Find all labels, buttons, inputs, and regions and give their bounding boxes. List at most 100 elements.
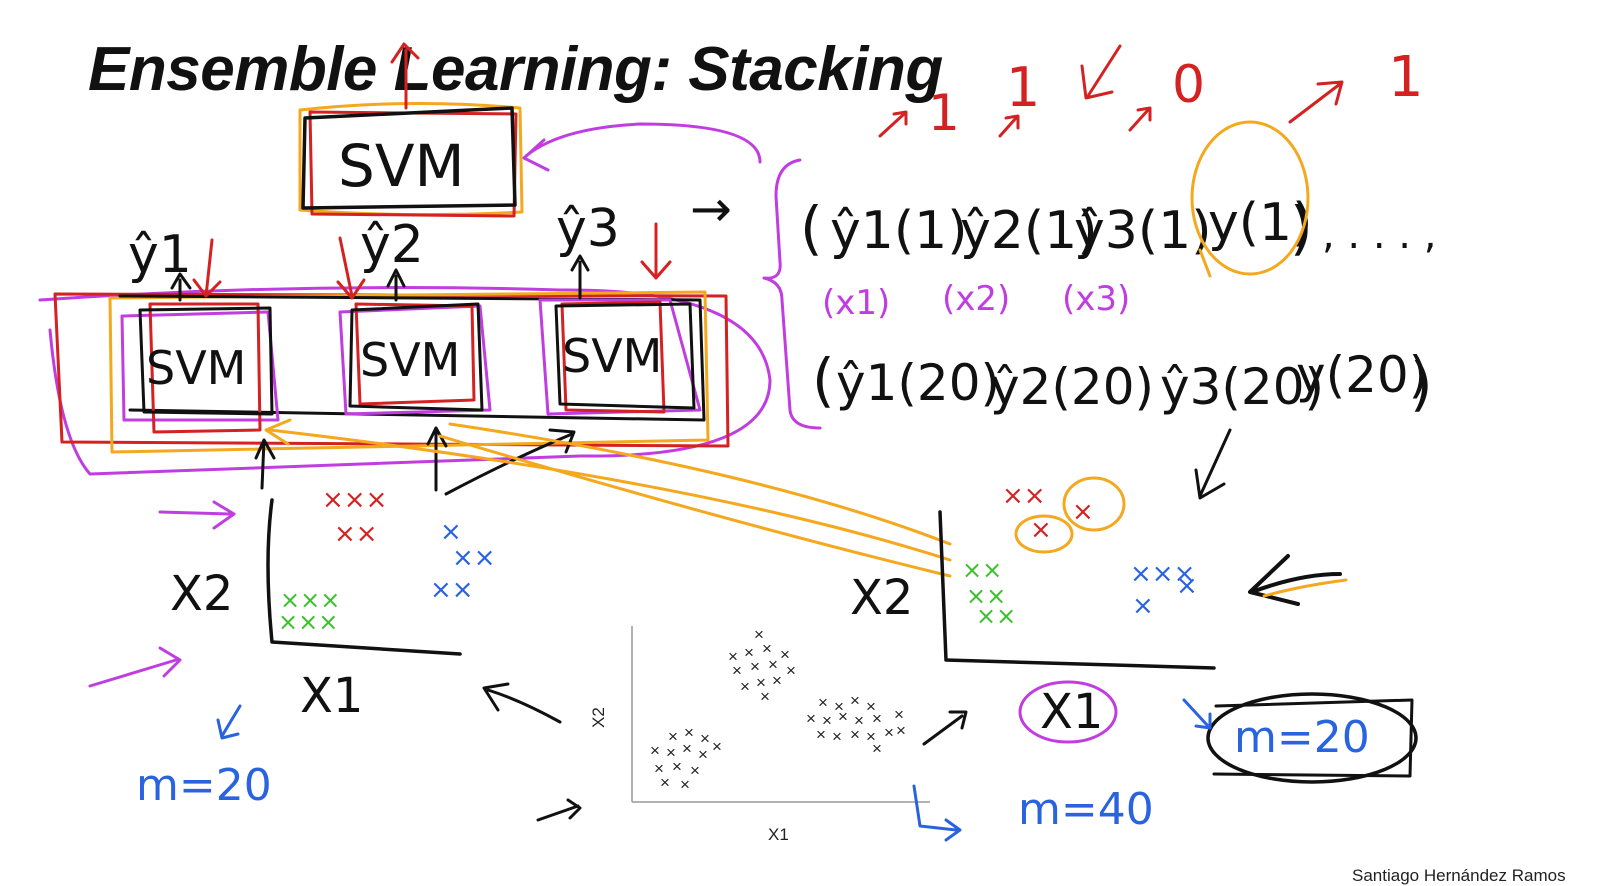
svg-text:×: × — [1176, 571, 1198, 601]
base-model-1-label: SVM — [146, 341, 246, 395]
slide-title: Ensemble Learning: Stacking — [88, 35, 943, 104]
base-model-3-label: SVM — [562, 329, 662, 383]
svg-text:×: × — [894, 705, 904, 724]
svg-text:×: × — [884, 723, 894, 742]
svg-text:): ) — [1410, 350, 1433, 418]
center-plot-xlabel: X1 — [768, 825, 789, 844]
left-plot-blue-points: ××××× — [430, 517, 496, 605]
svg-text:××: ×× — [452, 543, 496, 573]
svg-text:××: ×× — [976, 602, 1016, 630]
right-plot-blue-points: ××××× — [1130, 559, 1198, 621]
svg-text:×: × — [698, 745, 708, 764]
svg-text:×: × — [750, 657, 760, 676]
center-plot-red-cluster: ××××× ×××× ×××× — [728, 625, 796, 706]
author-credit: Santiago Hernández Ramos — [1352, 866, 1566, 885]
svg-text:×: × — [866, 697, 876, 716]
svg-text:×: × — [806, 709, 816, 728]
svg-text:×: × — [660, 773, 670, 792]
base-models: SVM SVM SVM — [38, 222, 772, 476]
svg-text:×: × — [854, 711, 864, 730]
tuple-first-1: ŷ1(1) — [830, 201, 968, 261]
svg-text:××: ×× — [1002, 481, 1046, 511]
svg-text:×: × — [850, 725, 860, 744]
tuple-input-3: (x3) — [1062, 279, 1130, 319]
svg-text:×: × — [690, 761, 700, 780]
target-label-3: 0 — [1172, 55, 1205, 115]
tuple-last-1: ŷ1(20) — [836, 354, 1000, 412]
svg-text:××: ×× — [966, 582, 1006, 610]
center-plot-teal-cluster: ×××× ×××× ××××× — [650, 723, 722, 794]
svg-text:×: × — [680, 775, 690, 794]
svg-text:×: × — [896, 721, 906, 740]
svg-text:(: ( — [800, 194, 823, 262]
right-plot-xlabel: X1 — [1040, 684, 1103, 740]
tuple-first-3: ŷ3(1) — [1074, 201, 1212, 261]
meta-training-set: ( ŷ1(1) ŷ2(1) ŷ3(1) y(1) ) , . . . , (x1… — [762, 120, 1436, 430]
svg-text:××: ×× — [962, 556, 1002, 584]
svg-text:×: × — [666, 743, 676, 762]
tuple-last-2: ŷ2(20) — [990, 358, 1154, 416]
svg-text:×: × — [818, 693, 828, 712]
tuple-input-2: (x2) — [942, 279, 1010, 319]
base-output-1: ŷ1 — [128, 225, 192, 285]
svg-text:×: × — [744, 643, 754, 662]
svg-text:×: × — [440, 517, 462, 547]
tuple-last-3: ŷ3(20) — [1160, 358, 1324, 416]
center-plot-cyan-cluster: ×××× ×××××× ×××××× × — [806, 691, 906, 758]
meta-feedback-arrow — [522, 122, 762, 172]
svg-text:×: × — [650, 741, 660, 760]
target-label-1: 1 — [928, 84, 960, 142]
svg-text:×: × — [816, 725, 826, 744]
meta-model-label: SVM — [338, 132, 465, 200]
svg-text:×: × — [872, 739, 882, 758]
outputs-arrow: → — [690, 180, 732, 238]
tuple-input-1: (x1) — [822, 283, 890, 323]
svg-text:×: × — [684, 723, 694, 742]
svg-text:×: × — [866, 727, 876, 746]
svg-text:×: × — [768, 655, 778, 674]
tuple-last-4: y(20) — [1296, 346, 1428, 404]
base-output-3: ŷ3 — [556, 199, 620, 259]
left-plot: X2 X1 m=20 ××××× ××××× ×××××× — [88, 426, 576, 811]
left-plot-green-points: ×××××× — [278, 586, 340, 636]
svg-text:(: ( — [812, 346, 835, 414]
svg-text:××: ×× — [334, 519, 378, 549]
tuple-first-2: ŷ2(1) — [960, 201, 1098, 261]
right-plot-green-points: ×××××× — [962, 556, 1016, 630]
center-plot-ylabel: X2 — [589, 707, 608, 728]
svg-text:×: × — [682, 739, 692, 758]
svg-text:×: × — [780, 645, 790, 664]
tuple-first-4: y(1) — [1208, 193, 1312, 253]
svg-text:×: × — [754, 625, 764, 644]
svg-text:×: × — [700, 729, 710, 748]
svg-text:×: × — [872, 709, 882, 728]
svg-text:×: × — [1072, 497, 1094, 527]
svg-text:×××: ××× — [1130, 559, 1195, 589]
target-label-4: 1 — [1388, 45, 1424, 110]
right-plot: X2 X1 ×××× ×××××× ××××× m=20 — [850, 428, 1418, 784]
svg-text:×: × — [756, 673, 766, 692]
left-plot-xlabel: X1 — [300, 668, 363, 724]
right-plot-ylabel: X2 — [850, 570, 913, 626]
left-plot-m: m=20 — [136, 760, 272, 811]
base-outputs: ŷ1 ŷ2 ŷ3 → — [128, 180, 732, 285]
right-plot-m: m=20 — [1234, 712, 1370, 763]
bootstrap-arrows — [264, 418, 952, 578]
svg-text:×: × — [772, 671, 782, 690]
center-plot: X1 X2 ××××× ×××× ×××× ×××× ×××× ××××× ××… — [482, 625, 1154, 844]
right-plot-red-points: ×××× — [1002, 481, 1094, 545]
svg-text:×: × — [1030, 515, 1052, 545]
target-label-2: 1 — [1006, 56, 1040, 119]
left-plot-ylabel: X2 — [170, 566, 233, 622]
left-plot-red-points: ××××× — [322, 485, 387, 549]
svg-text:×: × — [834, 697, 844, 716]
tuple-ellipsis: , . . . , — [1322, 212, 1436, 258]
meta-model: SVM — [298, 42, 524, 218]
base-output-2: ŷ2 — [360, 215, 424, 275]
svg-text:×: × — [1132, 591, 1154, 621]
base-model-2-label: SVM — [360, 333, 460, 387]
svg-text:×××: ××× — [322, 485, 387, 515]
svg-text:×: × — [786, 661, 796, 680]
